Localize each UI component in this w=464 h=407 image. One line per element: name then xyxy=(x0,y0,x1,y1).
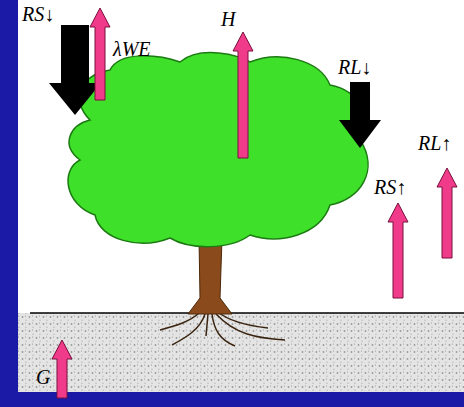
flux-label: RS↓ xyxy=(22,3,54,25)
longwave-up-arrow xyxy=(437,168,457,258)
sensible-heat-arrow xyxy=(233,32,253,158)
flux-label: RL↓ xyxy=(338,56,371,78)
tree-canopy xyxy=(68,53,368,247)
flux-label: λWE xyxy=(113,38,151,60)
flux-label: RS↑ xyxy=(374,176,406,198)
flux-label: G xyxy=(36,366,50,388)
upward-arrows xyxy=(52,8,457,398)
ground-line xyxy=(30,312,464,314)
flux-label: H xyxy=(221,8,235,30)
shortwave-up-arrow xyxy=(388,203,408,298)
latent-heat-arrow xyxy=(90,8,110,100)
longwave-down-arrow xyxy=(339,82,381,148)
white-panel xyxy=(18,0,464,392)
flux-label: RL↑ xyxy=(418,132,451,154)
ground-heat-arrow xyxy=(52,340,72,398)
soil xyxy=(18,313,464,392)
shortwave-down-arrow xyxy=(49,25,101,115)
tree-trunk xyxy=(188,238,232,314)
roots xyxy=(160,312,285,346)
